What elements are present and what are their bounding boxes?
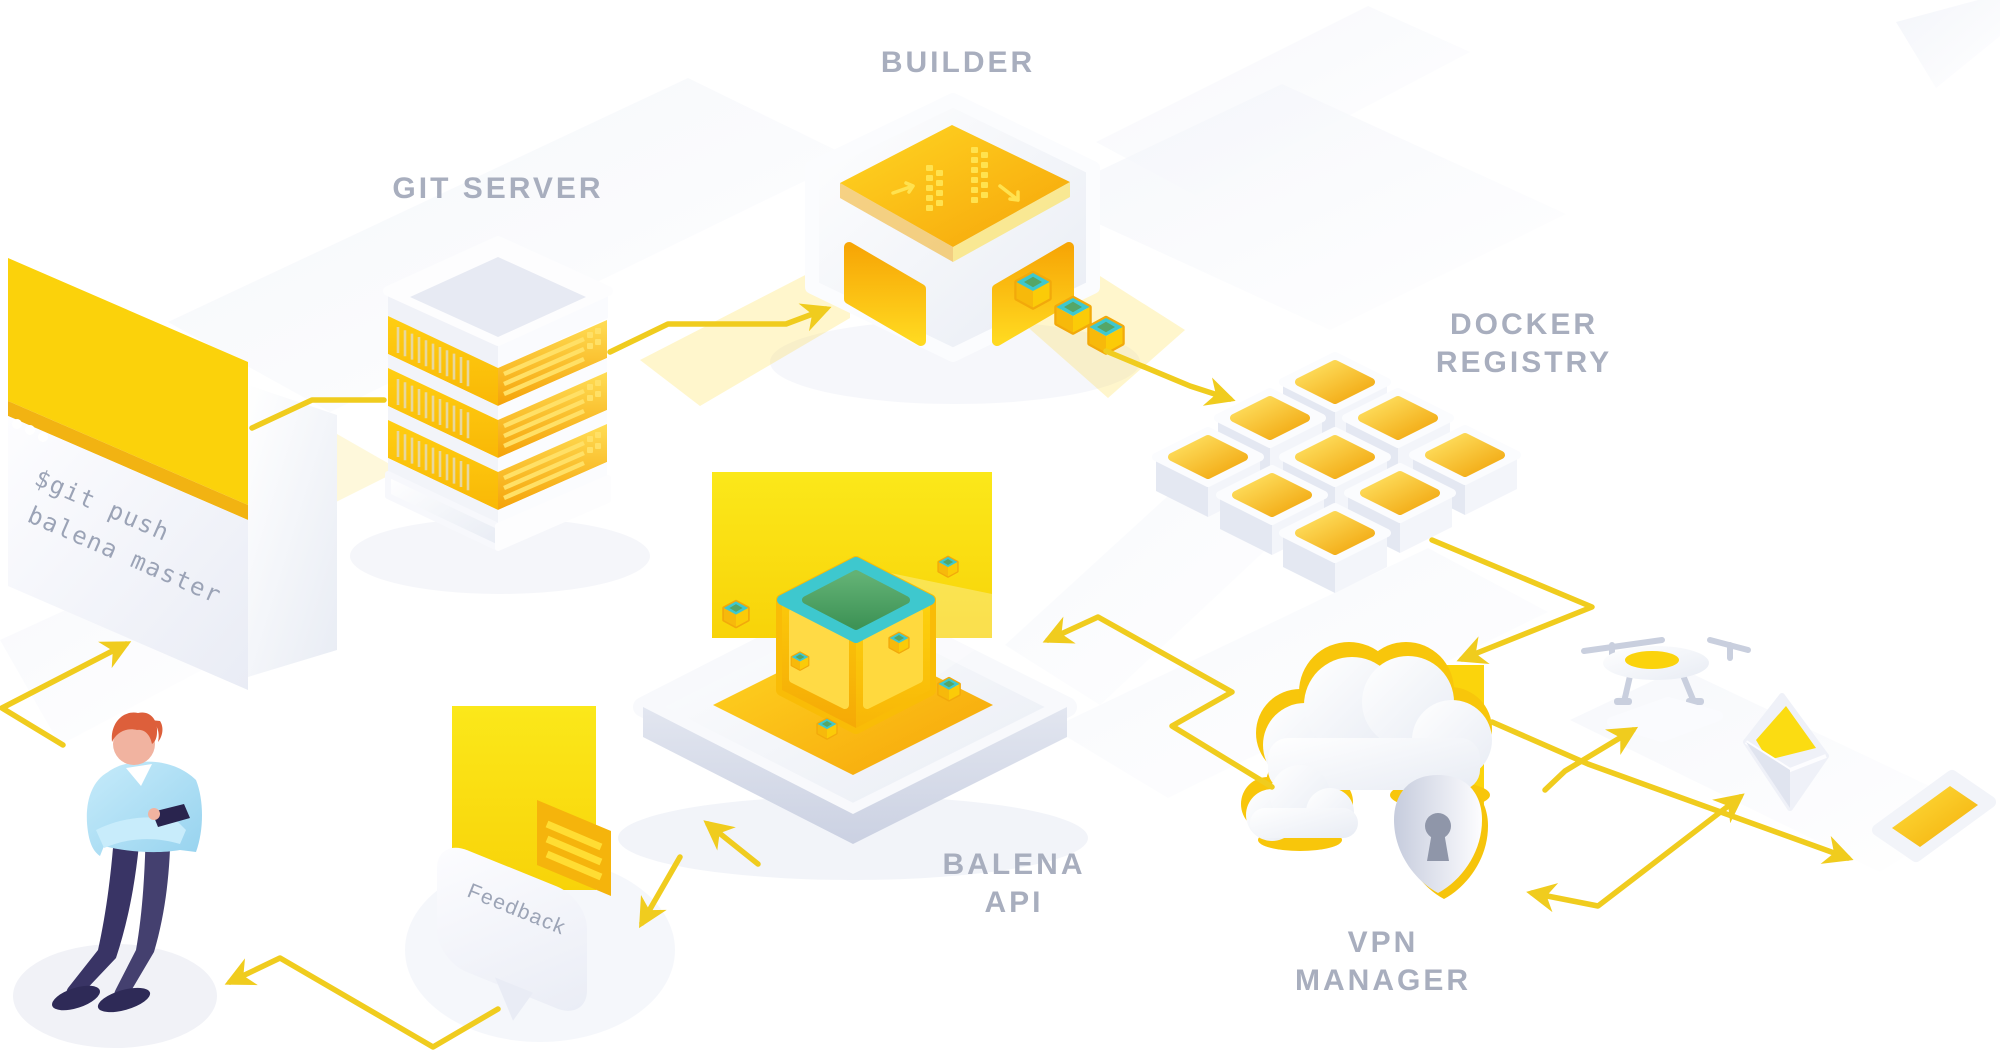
git-server-icon bbox=[350, 236, 650, 594]
arrow-vpn-to-drone bbox=[1542, 726, 1639, 793]
window-control-dots bbox=[12, 419, 48, 442]
builder-conveyor-marks bbox=[926, 147, 988, 211]
balena-api-platform-icon bbox=[618, 472, 1088, 880]
collar bbox=[126, 764, 152, 786]
feedback-bubble-icon: Feedback bbox=[437, 847, 587, 1021]
balena-api-label-line2: API bbox=[984, 886, 1044, 919]
arrow-builder-to-registry bbox=[1103, 348, 1236, 406]
arrow-feedback-to-developer bbox=[224, 955, 501, 1050]
feedback-note-icon bbox=[537, 800, 611, 896]
tablet bbox=[152, 804, 190, 827]
docker-registry-label: DOCKER REGISTRY bbox=[1414, 306, 1634, 382]
arrow-developer-to-terminal bbox=[0, 641, 132, 748]
docker-registry-label-line1: DOCKER bbox=[1449, 308, 1598, 341]
application-cube-icon bbox=[776, 556, 936, 734]
vpn-manager-label-line2: MANAGER bbox=[1295, 964, 1471, 997]
cloud-body bbox=[1246, 656, 1492, 841]
flow-arrows bbox=[0, 303, 1854, 1050]
balena-api-label-line1: BALENA bbox=[942, 848, 1086, 881]
builder-box-icon bbox=[640, 93, 1185, 406]
builder-label: BUILDER bbox=[880, 46, 1036, 79]
drone-icon bbox=[1581, 637, 1751, 742]
terminal-window-icon: $git push balena master bbox=[8, 258, 337, 690]
arrow-api-to-note bbox=[703, 820, 761, 867]
arrow-api-to-bubble bbox=[639, 854, 683, 929]
lock-shield-icon bbox=[1394, 775, 1488, 899]
vpn-manager-label: VPN MANAGER bbox=[1273, 924, 1493, 1000]
vpn-cloud-icon bbox=[1241, 642, 1492, 899]
hair bbox=[111, 712, 158, 744]
arrow-vpn-to-api bbox=[1042, 614, 1275, 790]
git-server-label: GIT SERVER bbox=[392, 172, 604, 205]
arrow-gitserver-to-builder bbox=[607, 303, 832, 355]
feedback-group: Feedback bbox=[437, 706, 611, 1021]
vpn-manager-label-line1: VPN bbox=[1347, 926, 1419, 959]
head bbox=[113, 723, 155, 765]
builder-flow-arrows bbox=[891, 181, 1020, 202]
smartphone-icon bbox=[1872, 770, 1996, 862]
arrow-terminal-to-gitserver bbox=[249, 397, 387, 431]
docker-registry-label-line2: REGISTRY bbox=[1435, 346, 1613, 379]
arrow-vpn-to-phone bbox=[1489, 719, 1854, 864]
developer-figure bbox=[13, 712, 217, 1048]
arrow-vpn-to-envelope bbox=[1526, 793, 1745, 913]
mail-envelope-icon bbox=[1743, 693, 1829, 811]
balena-api-label: BALENA API bbox=[904, 846, 1124, 922]
arrow-registry-to-vpn bbox=[1429, 537, 1595, 664]
